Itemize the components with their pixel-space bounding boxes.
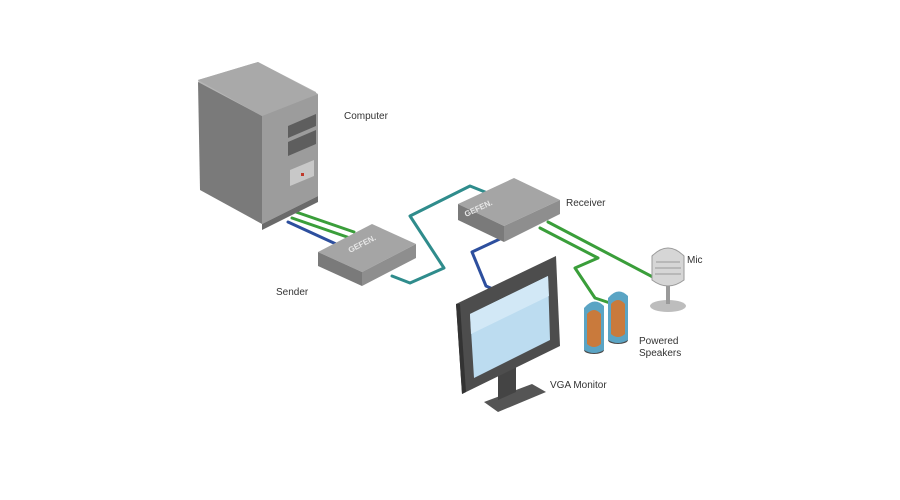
audio-cable-computer-sender-1 (294, 210, 356, 234)
microphone-icon (650, 247, 686, 312)
sender-label: Sender (276, 287, 309, 298)
cables (286, 184, 670, 305)
speakers-label-line2: Speakers (639, 348, 681, 359)
vga-monitor-icon (456, 256, 560, 412)
sender-box-icon: GEFEN. (318, 224, 416, 286)
monitor-label: VGA Monitor (550, 380, 607, 391)
mic-label: Mic (687, 255, 703, 266)
speakers-label-line1: Powered (639, 336, 678, 347)
powered-speakers-icon (584, 291, 628, 354)
computer-tower-icon (198, 62, 318, 230)
computer-label: Computer (344, 111, 389, 122)
audio-cable-receiver-mic (546, 220, 670, 287)
video-cable-receiver-monitor (470, 230, 504, 292)
video-cable-computer-sender (286, 220, 338, 246)
receiver-label: Receiver (566, 198, 606, 209)
audio-cable-receiver-speakers (538, 226, 612, 305)
receiver-box-icon: GEFEN. (458, 178, 560, 242)
network-cable-sender-receiver (390, 184, 492, 285)
audio-cable-computer-sender-2 (290, 216, 352, 240)
